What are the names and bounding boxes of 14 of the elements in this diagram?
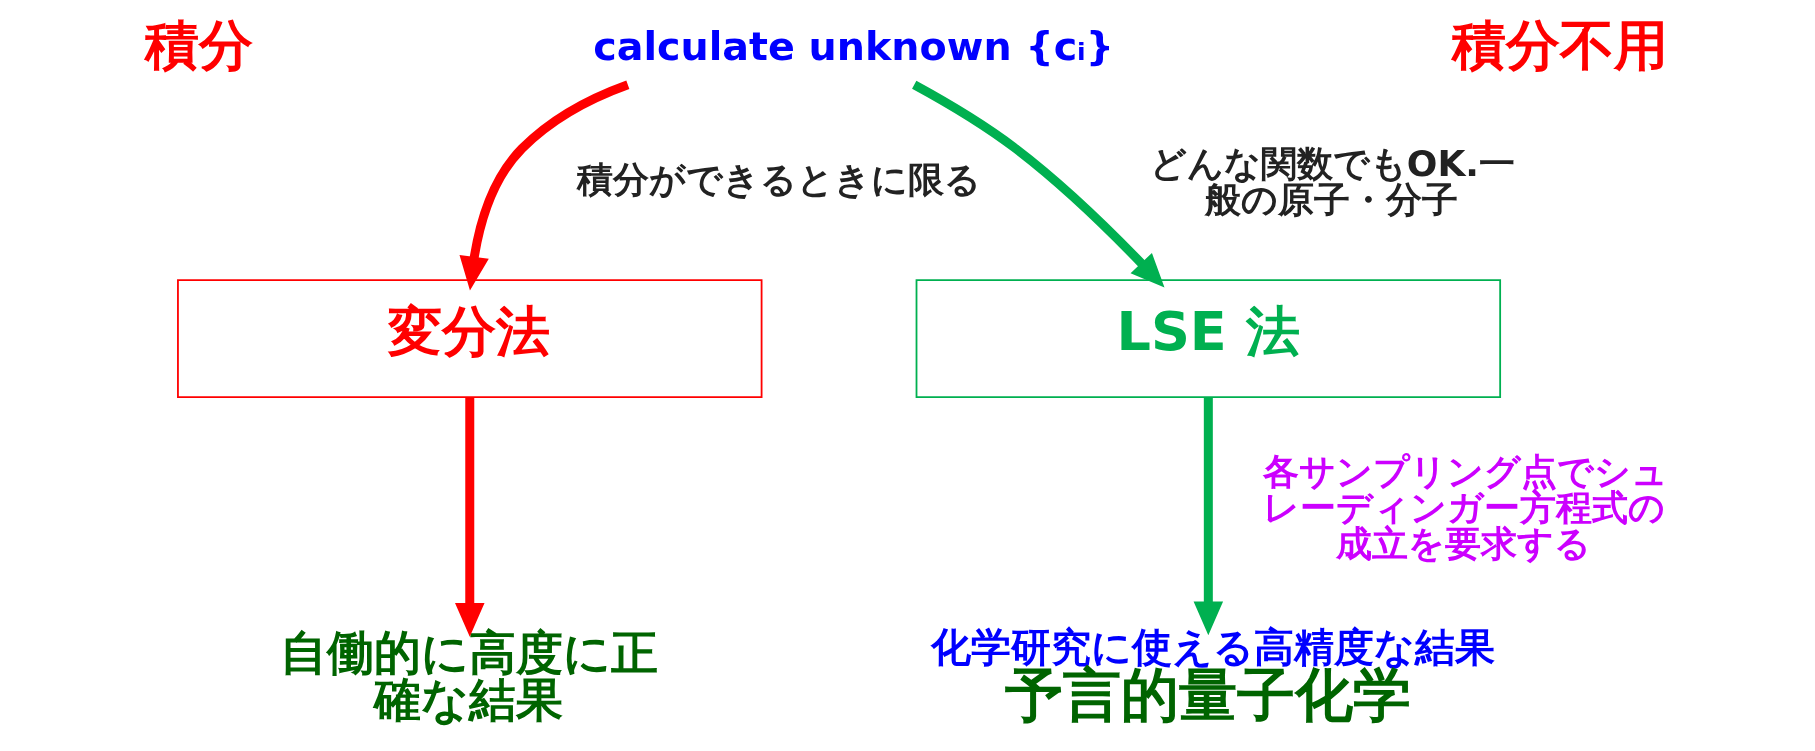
label: 積分: [144, 13, 253, 77]
edge-label: 積分ができるときに限る: [576, 158, 981, 200]
arrow: [1193, 397, 1224, 636]
node-box: 変分法: [177, 279, 763, 398]
node-box: LSE 法: [915, 279, 1502, 398]
node-text: 自働的に高度に正確な結果: [279, 625, 658, 727]
arrow: [455, 397, 485, 637]
label: 積分不用: [1452, 13, 1669, 77]
node-text: calculate unknown {cᵢ}: [593, 23, 1115, 70]
node-text: 化学研究に使える高精度な結果 予言的量子化学: [930, 624, 1495, 730]
arrow: [912, 80, 1165, 288]
edge-label: どんな関数でもOK.一般の原子・分子: [1149, 142, 1515, 220]
edge-label: 各サンプリング点でシュレーディンガー方程式の成立を要求する: [1263, 450, 1669, 564]
arrow: [459, 80, 630, 291]
